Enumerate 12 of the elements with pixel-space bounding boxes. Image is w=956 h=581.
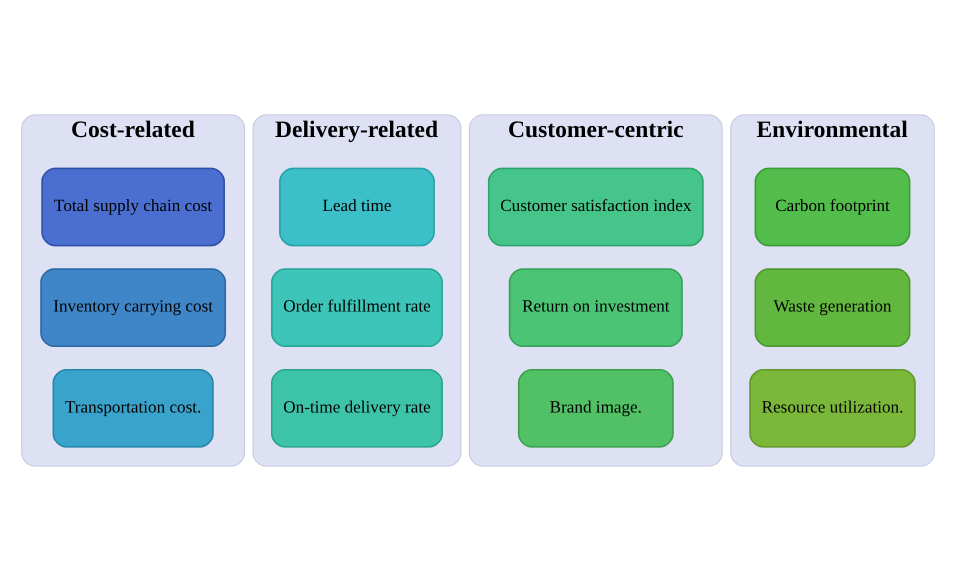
node-box: Total supply chain cost [41,168,225,246]
node-box: Inventory carrying cost [40,268,226,347]
node-box: Customer satisfaction index [488,168,704,246]
node-box: Brand image. [518,368,674,448]
node-box: Lead time [279,168,435,246]
node-box: Order fulfillment rate [271,268,443,347]
node-box: Waste generation [754,268,910,347]
node-box: Transportation cost. [52,368,214,448]
node-box: Return on investment [508,268,683,347]
node-box: Carbon footprint [754,168,910,246]
node-box: On-time delivery rate [271,368,443,448]
node-box: Resource utilization. [749,368,916,448]
